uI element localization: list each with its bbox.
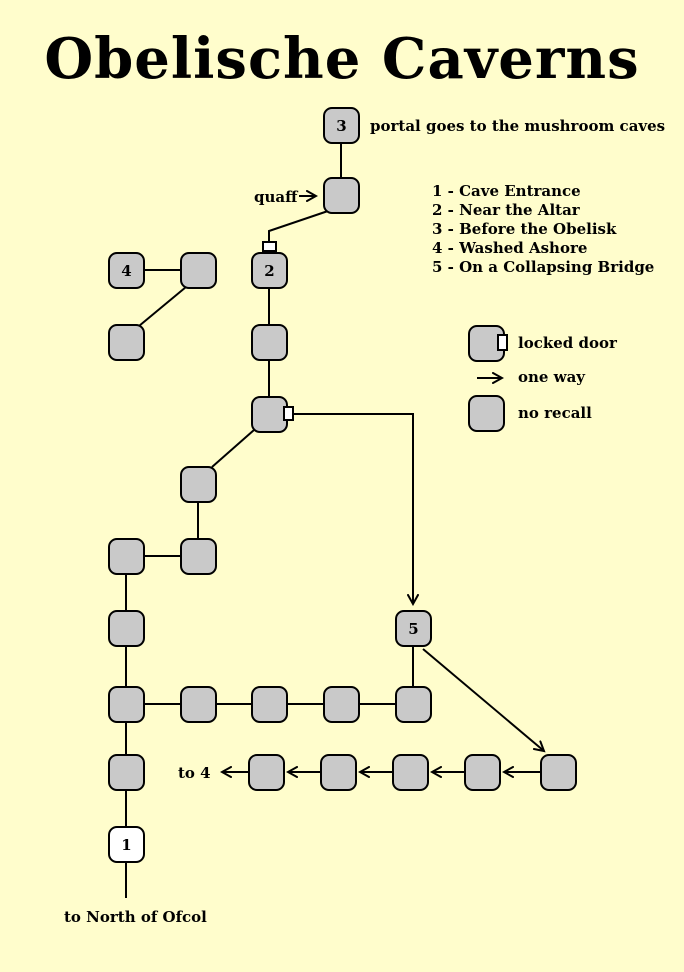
- cavern-room: [108, 538, 145, 575]
- cavern-room: [320, 754, 357, 791]
- to-4-label: to 4: [178, 764, 211, 782]
- cavern-room: [395, 686, 432, 723]
- cavern-room: [180, 538, 217, 575]
- room-key-entry: 4 - Washed Ashore: [432, 239, 588, 257]
- legend-no-recall-room: [468, 395, 505, 432]
- room-4-washed-ashore: 4: [108, 252, 145, 289]
- two-way-paths: [125, 144, 414, 898]
- cavern-room: [180, 686, 217, 723]
- cavern-room: [108, 610, 145, 647]
- one-way-paths: [222, 196, 544, 772]
- cavern-room: [323, 177, 360, 214]
- south-exit-label: to North of Ofcol: [64, 908, 207, 926]
- room-key-entry: 1 - Cave Entrance: [432, 182, 581, 200]
- no-recall-label: no recall: [518, 404, 592, 422]
- room-number: 5: [408, 619, 419, 638]
- cavern-room: [180, 252, 217, 289]
- cavern-room: [108, 324, 145, 361]
- quaff-label: quaff: [254, 188, 298, 206]
- room-2-near-the-altar: 2: [251, 252, 288, 289]
- room-5-collapsing-bridge: 5: [395, 610, 432, 647]
- portal-note: portal goes to the mushroom caves: [370, 117, 666, 135]
- cavern-room: [108, 686, 145, 723]
- locked-door-icon: [497, 334, 508, 351]
- room-1-cave-entrance: 1: [108, 826, 145, 863]
- room-number: 2: [264, 261, 275, 280]
- cavern-room: [323, 686, 360, 723]
- room-number: 3: [336, 116, 347, 135]
- room-key-entry: 5 - On a Collapsing Bridge: [432, 258, 655, 276]
- room-number: 1: [121, 835, 132, 854]
- cavern-room: [540, 754, 577, 791]
- one-way-label: one way: [518, 368, 586, 386]
- room-3-before-the-obelisk: 3: [323, 107, 360, 144]
- locked-door-label: locked door: [518, 334, 617, 352]
- cavern-room: [108, 754, 145, 791]
- room-key: 1 - Cave Entrance 2 - Near the Altar 3 -…: [432, 182, 654, 277]
- cavern-room: [464, 754, 501, 791]
- cavern-room: [392, 754, 429, 791]
- locked-door-icon: [262, 241, 277, 252]
- cavern-room: [251, 324, 288, 361]
- locked-door-icon: [283, 406, 294, 421]
- cavern-room: [180, 466, 217, 503]
- room-key-entry: 2 - Near the Altar: [432, 201, 580, 219]
- cavern-room: [251, 396, 288, 433]
- map-title: Obelische Caverns: [44, 26, 640, 92]
- cavern-room: [248, 754, 285, 791]
- cavern-room: [251, 686, 288, 723]
- room-number: 4: [121, 261, 132, 280]
- room-key-entry: 3 - Before the Obelisk: [432, 220, 617, 238]
